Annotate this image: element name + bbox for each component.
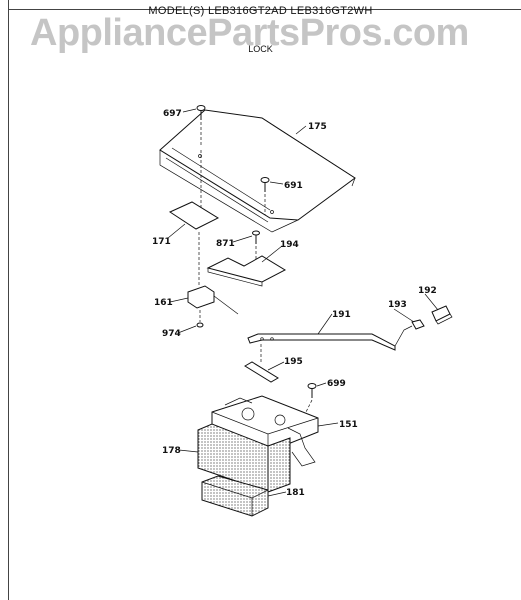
part-181-insulation-block: [201, 475, 269, 517]
part-974-screw: [196, 310, 204, 328]
leader-lines: [167, 108, 439, 497]
watermark: AppliancePartsPros.com: [30, 12, 469, 54]
part-195-link: [244, 344, 279, 383]
part-161-switch: [187, 232, 239, 315]
callout-697: 697: [163, 109, 182, 119]
page-frame-left: [8, 0, 9, 600]
callout-195: 195: [284, 357, 303, 367]
part-191-lock-rod: [247, 325, 413, 351]
callout-181: 181: [286, 488, 305, 498]
part-178-housing: [197, 423, 291, 493]
part-697-screw: [196, 105, 206, 145]
callout-871: 871: [216, 239, 235, 249]
section-title: LOCK: [248, 44, 273, 54]
callout-178: 178: [162, 446, 181, 456]
callout-171: 171: [152, 237, 171, 247]
callout-194: 194: [280, 240, 299, 250]
part-699-screw: [305, 383, 317, 413]
callout-691: 691: [284, 181, 303, 191]
part-171-plate: [168, 150, 220, 230]
callout-175: 175: [308, 122, 327, 132]
part-871-screw: [252, 230, 260, 262]
callout-974: 974: [162, 329, 181, 339]
callout-192: 192: [418, 286, 437, 296]
part-192-knob: [431, 305, 453, 325]
callout-161: 161: [154, 298, 173, 308]
part-175-cover-plate: [159, 109, 356, 233]
part-194-bracket: [206, 255, 287, 287]
page-frame-top: [8, 9, 521, 10]
callout-699: 699: [327, 379, 346, 389]
callout-193: 193: [388, 300, 407, 310]
model-title: MODEL(S) LEB316GT2AD LEB316GT2WH: [148, 5, 373, 17]
part-691-screw: [260, 177, 270, 215]
callout-labels: 697 175 691 171 871 194 161 191 193 192 …: [152, 109, 437, 498]
callout-191: 191: [332, 310, 351, 320]
callout-151: 151: [339, 420, 358, 430]
part-193-clip: [411, 319, 425, 330]
